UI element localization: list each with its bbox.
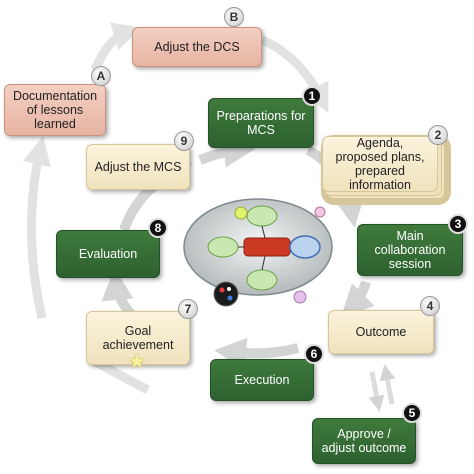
badge-b: B bbox=[224, 7, 244, 27]
approve-loop-arrows bbox=[368, 364, 396, 412]
badge-2: 2 bbox=[428, 125, 448, 145]
step-main-session-box: Main collaboration session bbox=[357, 224, 463, 276]
badge-1: 1 bbox=[302, 86, 322, 106]
documentation-lessons-box: Documentation of lessons learned bbox=[4, 84, 106, 136]
adjust-dcs-box: Adjust the DCS bbox=[132, 27, 262, 67]
step-adjust-mcs-box: Adjust the MCS bbox=[86, 144, 190, 190]
badge-9: 9 bbox=[174, 131, 194, 151]
star-icon: ★ bbox=[128, 351, 146, 373]
step-evaluation-box: Evaluation bbox=[56, 230, 160, 278]
badge-6: 6 bbox=[304, 344, 324, 364]
step-agenda-box: Agenda, proposed plans, prepared informa… bbox=[322, 136, 438, 192]
badge-3: 3 bbox=[448, 214, 468, 234]
step-outcome-box: Outcome bbox=[328, 310, 434, 354]
badge-8: 8 bbox=[148, 218, 168, 238]
step-approve-box: Approve / adjust outcome bbox=[312, 418, 416, 464]
step-preparations-box: Preparations for MCS bbox=[208, 98, 314, 148]
badge-a: A bbox=[91, 66, 111, 86]
step-execution-box: Execution bbox=[210, 359, 314, 401]
step-goal-achievement-box: Goal achievement bbox=[86, 311, 190, 365]
badge-5: 5 bbox=[402, 403, 422, 423]
central-session-illustration bbox=[183, 198, 333, 307]
badge-7: 7 bbox=[178, 299, 198, 319]
badge-4: 4 bbox=[420, 296, 440, 316]
